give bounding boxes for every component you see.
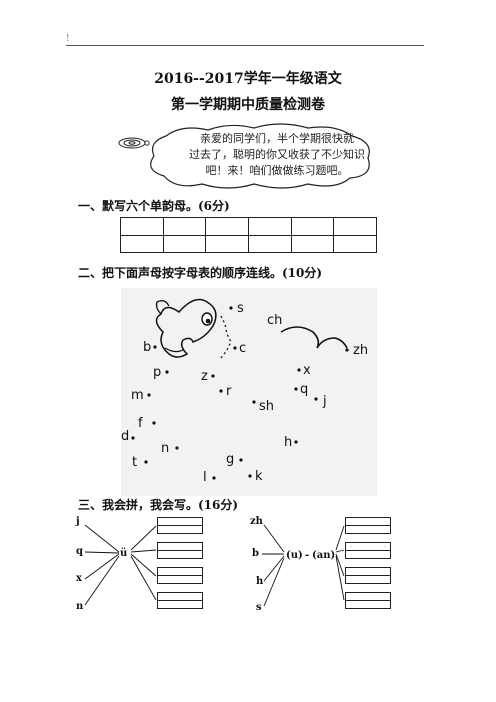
animal-outline-icon: [155, 298, 217, 358]
grid-cell[interactable]: [120, 234, 164, 253]
dot-letter: z: [201, 369, 208, 384]
connect-dots-drawing: s ch b c zh p z x m r q j sh f d n h t g…: [121, 298, 368, 485]
answer-box[interactable]: [345, 517, 391, 534]
grid-cell[interactable]: [333, 234, 377, 253]
grid-cell[interactable]: [162, 217, 207, 236]
grid-cell[interactable]: [333, 217, 377, 236]
grid-cell[interactable]: [120, 217, 164, 236]
initial-letter: n: [76, 601, 84, 612]
answer-box[interactable]: [345, 542, 391, 559]
initial-letter: h: [256, 576, 264, 587]
initial-letter: x: [76, 573, 83, 584]
dot-letter: j: [322, 394, 327, 409]
dot-letter: g: [226, 452, 234, 467]
dot-letter: c: [239, 341, 246, 356]
grid-cell[interactable]: [290, 234, 335, 253]
grid-cell[interactable]: [290, 217, 335, 236]
grid-cell[interactable]: [162, 234, 207, 253]
dot-letter: k: [255, 469, 263, 484]
grid-cell[interactable]: [205, 217, 249, 236]
answer-box[interactable]: [345, 567, 391, 584]
initial-letter: s: [256, 602, 262, 613]
grid-cell[interactable]: [247, 217, 292, 236]
initial-letter: q: [76, 546, 83, 557]
answer-box[interactable]: [157, 567, 203, 584]
dot-letter: h: [284, 435, 292, 450]
medial-letter: (u): [286, 550, 303, 561]
dot-letter: l: [203, 470, 207, 485]
answer-box[interactable]: [157, 542, 203, 559]
cloud-message: 亲爱的同学们，半个学期很快就 过去了，聪明的你又收获了不少知识 吧！来！咱们做做…: [172, 131, 382, 179]
exam-subtitle: 第一学期期中质量检测卷: [171, 97, 325, 113]
section1-heading: 一、默写六个单韵母。(6分): [78, 199, 230, 213]
dot-letter: n: [161, 441, 169, 456]
dot-letter: s: [237, 301, 244, 316]
grid-cell[interactable]: [247, 234, 292, 253]
cloud-line: 亲爱的同学们，半个学期很快就: [200, 132, 354, 145]
final-letter: (an): [312, 550, 335, 561]
dot-letter: zh: [353, 343, 368, 358]
dot-letter: p: [153, 365, 161, 380]
section3-heading: 三、我会拼，我会写。(16分): [78, 498, 239, 512]
dot-letter: ch: [267, 313, 282, 328]
dot-letter: x: [303, 363, 311, 378]
cloud-line: 吧！来！咱们做做练习题吧。: [205, 164, 349, 177]
dot-letter: q: [300, 382, 308, 397]
exam-title: 2016--2017学年一年级语文: [154, 71, 342, 87]
header-mark: !: [66, 34, 70, 44]
section2-heading: 二、把下面声母按字母表的顺序连线。(10分): [78, 266, 323, 280]
cloud-bubble: [118, 123, 370, 189]
answer-box[interactable]: [345, 592, 391, 609]
vowel-writing-grid: [120, 217, 377, 253]
dot-letter: sh: [259, 399, 274, 414]
spelling-exercise: j q x n ü zh b h s (u) - (an): [75, 516, 345, 613]
dot-letter: t: [132, 455, 137, 470]
answer-box[interactable]: [157, 517, 203, 534]
dot-letter: f: [138, 416, 143, 431]
dot-letter: d: [121, 429, 129, 444]
answer-box[interactable]: [157, 592, 203, 609]
dot-letter: b: [143, 340, 151, 355]
initial-letter: j: [75, 516, 80, 527]
header-rule: [66, 45, 424, 46]
initial-letter: zh: [250, 516, 264, 527]
dash-separator: -: [305, 550, 309, 561]
initial-letter: b: [252, 548, 259, 559]
grid-cell[interactable]: [205, 234, 249, 253]
dot-letter: r: [226, 384, 232, 399]
final-letter: ü: [120, 548, 127, 559]
cloud-line: 过去了，聪明的你又收获了不少知识: [189, 148, 365, 161]
dot-letter: m: [131, 388, 144, 403]
connect-dots-puzzle: s ch b c zh p z x m r q j sh f d n h t g…: [121, 288, 377, 496]
